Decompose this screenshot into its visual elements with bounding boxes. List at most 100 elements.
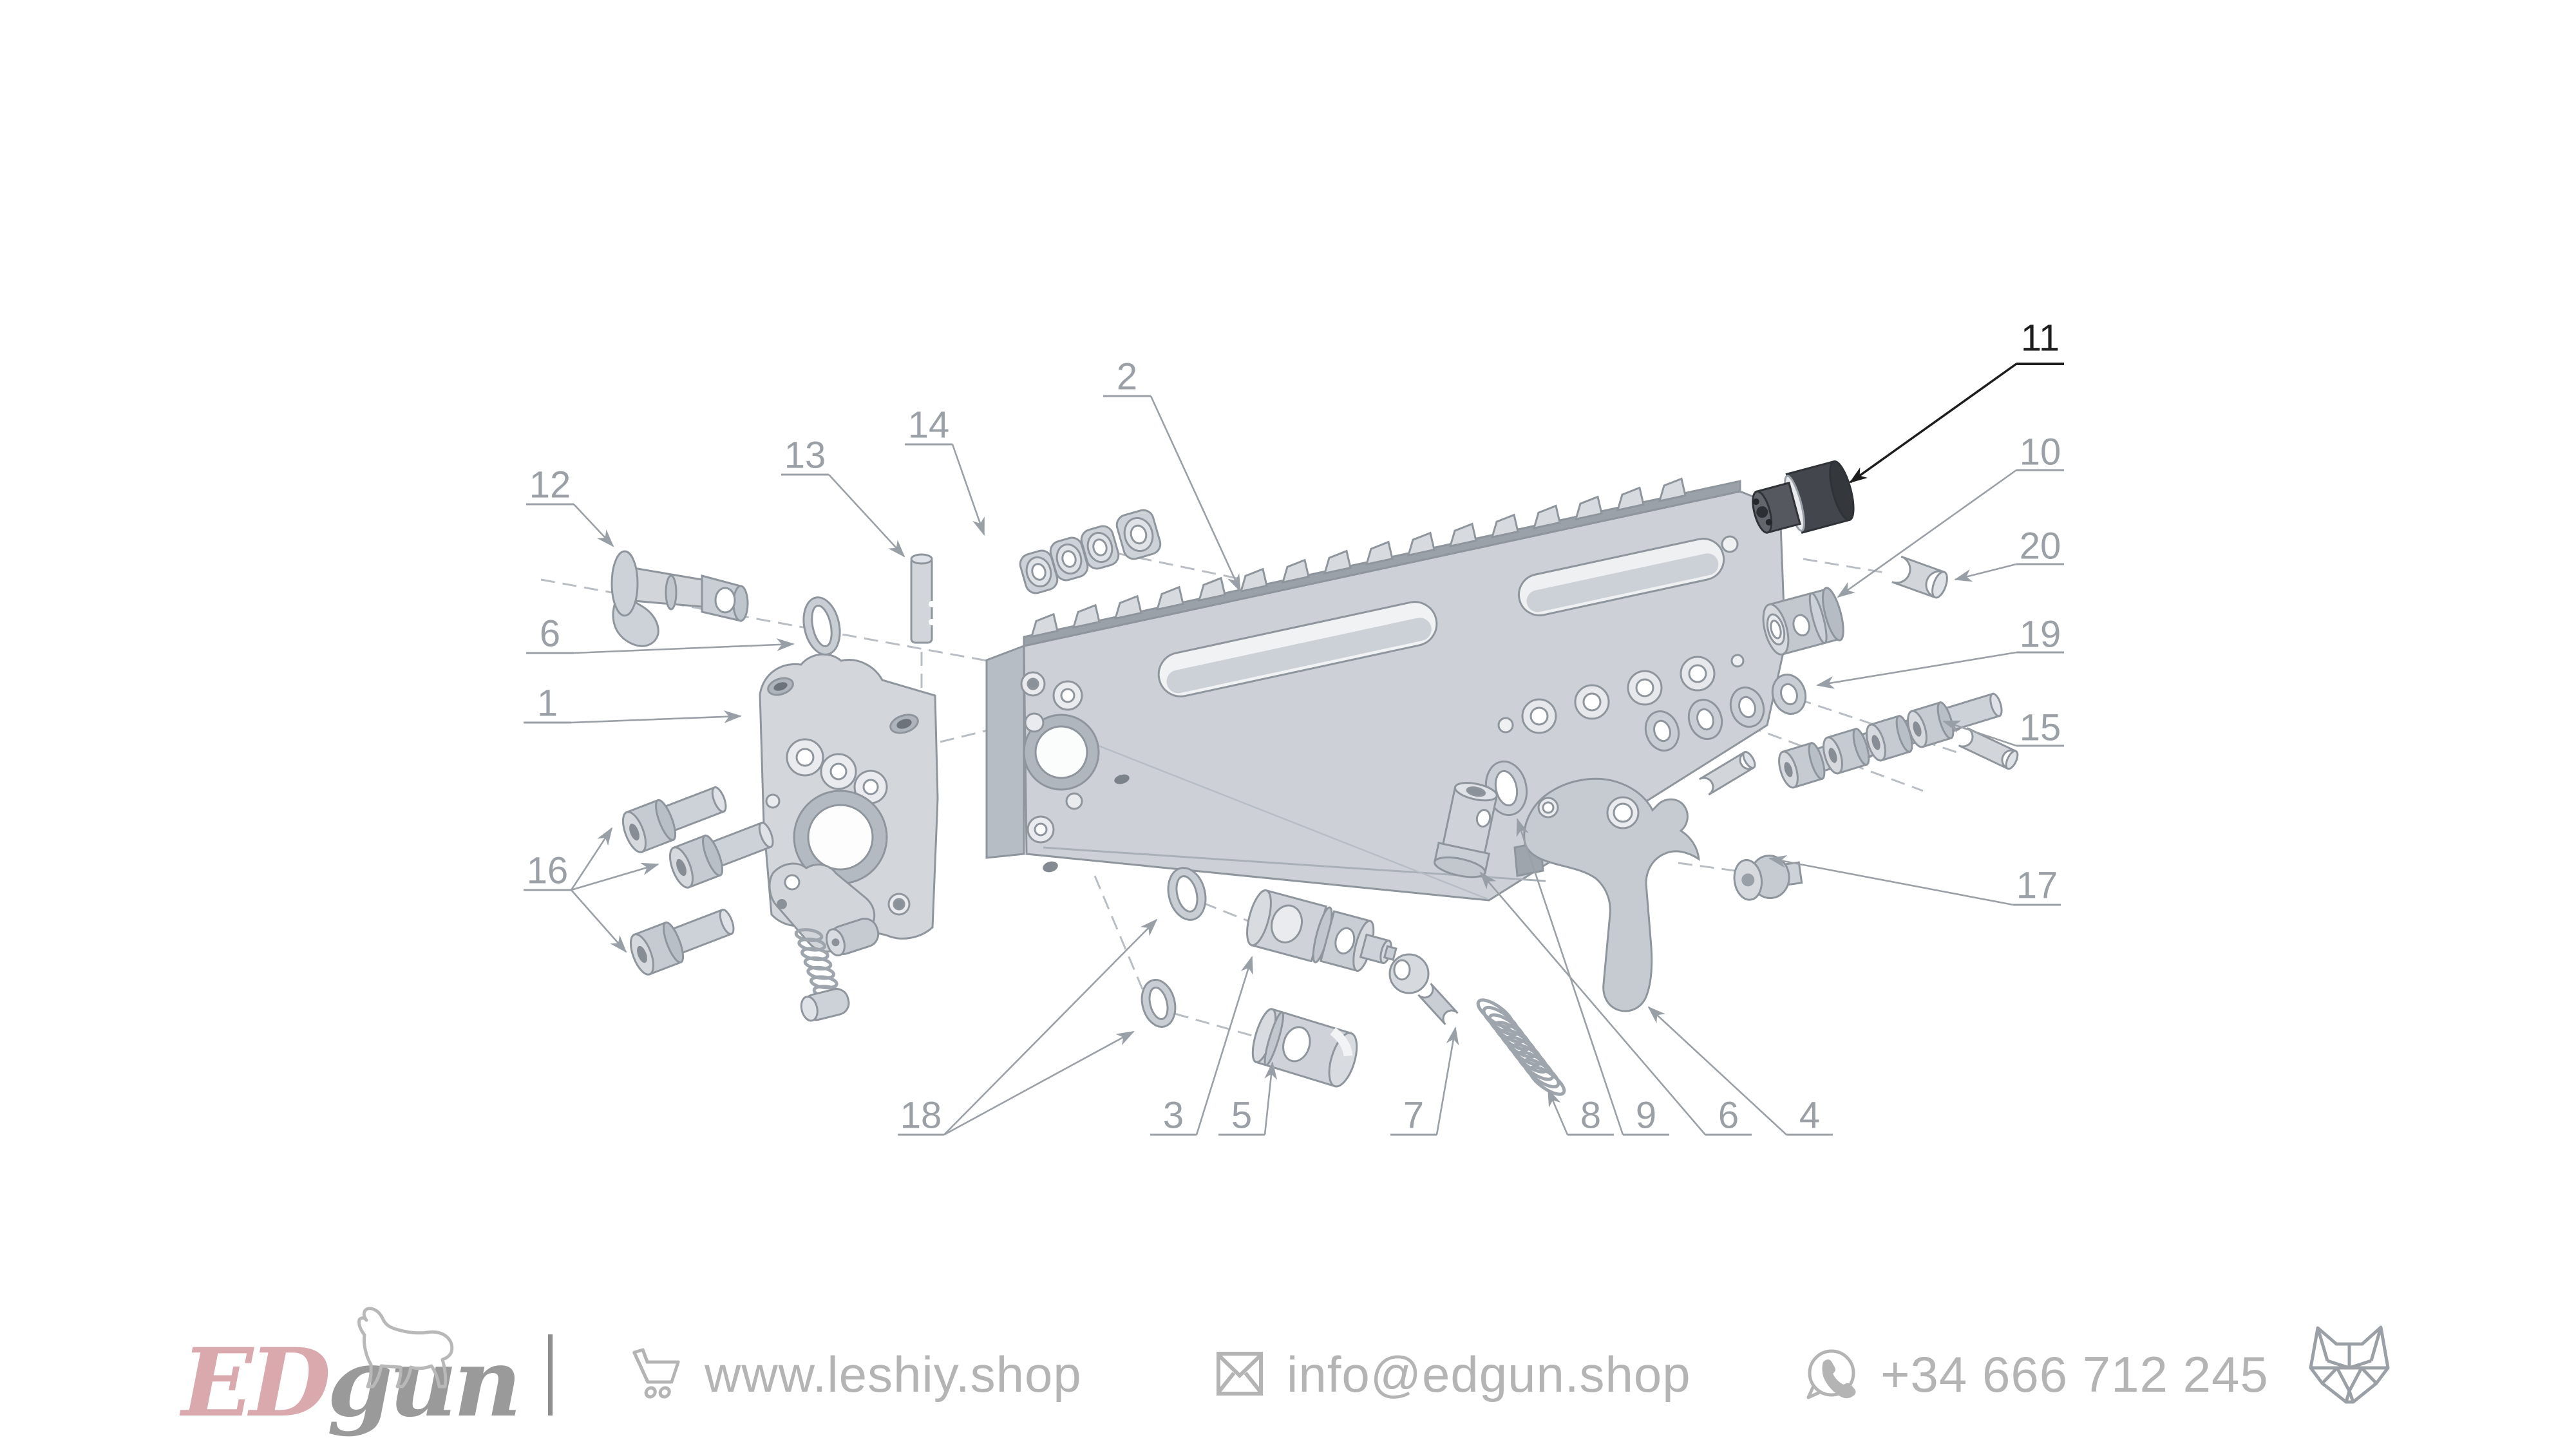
dowel-pin-right — [1958, 727, 2019, 770]
footer-divider — [548, 1334, 553, 1416]
receiver-front-holes — [1020, 671, 1130, 873]
email-link[interactable]: info@edgun.shop — [1213, 1345, 1691, 1404]
callout-17: 17 — [1768, 855, 2061, 907]
part-4-handle — [1513, 777, 1700, 1012]
washer — [1644, 710, 1680, 752]
callout-number: 7 — [1403, 1095, 1424, 1137]
callout-2: 2 — [1103, 356, 1242, 592]
part-20-pin — [1891, 555, 1948, 599]
callout-18: 18 — [898, 918, 1158, 1137]
part-18-oring-2 — [1141, 979, 1177, 1028]
part-15-screws — [1778, 692, 2003, 789]
part-17-button-screw — [1733, 855, 1803, 901]
callout-9: 9 — [1516, 818, 1669, 1137]
part-14-grommets — [1019, 509, 1162, 594]
callout-number: 5 — [1231, 1095, 1252, 1137]
washer — [1687, 699, 1723, 740]
callout-number: 3 — [1163, 1095, 1184, 1137]
receiver-slot-front — [1157, 601, 1438, 697]
part-6-oring-left — [802, 596, 841, 656]
callout-number: 2 — [1117, 356, 1137, 398]
envelope-icon — [1217, 1352, 1263, 1396]
callout-number: 4 — [1799, 1095, 1820, 1137]
callout-number: 19 — [2020, 614, 2061, 656]
callout-6: 6 — [1479, 871, 1752, 1137]
washer — [1771, 674, 1807, 715]
callout-1: 1 — [524, 683, 742, 724]
callout-number: 6 — [540, 613, 560, 655]
website-link[interactable]: www.leshiy.shop — [626, 1345, 1082, 1404]
dog-logo-icon — [357, 1307, 454, 1388]
part-13-pin — [910, 553, 935, 644]
callout-8: 8 — [1547, 1088, 1614, 1137]
callout-4: 4 — [1647, 1006, 1833, 1137]
part-19-washers — [1644, 674, 1807, 752]
email-label: info@edgun.shop — [1287, 1345, 1691, 1403]
callout-7: 7 — [1390, 1027, 1459, 1137]
part-3-valve — [1246, 889, 1397, 972]
callout-number: 20 — [2020, 526, 2061, 567]
callout-15: 15 — [1942, 707, 2064, 749]
callout-number: 17 — [2016, 865, 2058, 907]
receiver-side-ports — [1497, 535, 1745, 734]
pins — [1699, 555, 2019, 796]
part-6-cylinder — [1433, 782, 1498, 878]
latch-spring — [794, 928, 842, 999]
socket-screw — [668, 821, 774, 889]
part-1-front-plate — [759, 653, 939, 1022]
part-12-lever — [611, 550, 749, 647]
phone-link[interactable]: +34 666 712 245 — [1802, 1345, 2269, 1404]
socket-screw — [629, 908, 735, 976]
callout-number: 8 — [1580, 1095, 1601, 1137]
callout-19: 19 — [1816, 614, 2064, 689]
grommet — [1080, 525, 1120, 570]
part-7-ball-link — [1388, 953, 1459, 1025]
part-5-cylinder — [1251, 1008, 1358, 1088]
cart-icon — [632, 1348, 680, 1399]
socket-screw — [1907, 692, 2003, 748]
receiver-end-face — [985, 644, 1025, 859]
phone-label: +34 666 712 245 — [1880, 1345, 2269, 1403]
part-8-spring — [1476, 998, 1566, 1096]
callout-13: 13 — [781, 435, 905, 558]
callout-5: 5 — [1218, 1061, 1278, 1137]
front-plate-latch — [768, 862, 880, 1022]
part-11-dark-plug — [1752, 460, 1855, 534]
callout-number: 14 — [908, 404, 950, 446]
wolf-head-icon — [2309, 1325, 2390, 1404]
grommet — [1115, 509, 1162, 560]
part-10-plug — [1762, 587, 1844, 656]
callout-number: 15 — [2020, 707, 2061, 749]
rail-base-band — [1023, 480, 1741, 647]
receiver-slot-rear — [1518, 538, 1725, 617]
callout-number: 11 — [2021, 317, 2060, 359]
callout-11: 11 — [1849, 317, 2064, 484]
callout-number: 18 — [900, 1095, 942, 1137]
dowel-pin-left — [1699, 751, 1756, 796]
callout-14: 14 — [905, 404, 985, 536]
callout-20: 20 — [1954, 526, 2064, 582]
callout-number: 1 — [537, 683, 558, 724]
grommet — [1049, 536, 1089, 582]
grommet — [1019, 549, 1059, 594]
callout-number: 16 — [527, 850, 569, 892]
website-label: www.leshiy.shop — [705, 1345, 1082, 1403]
callout-3: 3 — [1150, 956, 1253, 1137]
callout-number: 10 — [2020, 431, 2061, 473]
callout-number: 9 — [1636, 1095, 1656, 1137]
callout-10: 10 — [1837, 431, 2064, 598]
callout-number: 13 — [784, 435, 826, 477]
part-16-screws — [621, 786, 774, 976]
picatinny-rail-teeth — [1030, 477, 1687, 638]
callout-number: 6 — [1718, 1095, 1739, 1137]
callout-6: 6 — [526, 613, 795, 655]
part-18-oring-1 — [1167, 867, 1207, 921]
brand-gun: gun — [327, 1328, 522, 1438]
callout-number: 12 — [529, 464, 571, 506]
brand-logo: EDgun — [182, 1336, 522, 1435]
callout-12: 12 — [526, 464, 614, 547]
washer — [1729, 687, 1765, 728]
brand-ed: ED — [182, 1328, 331, 1438]
